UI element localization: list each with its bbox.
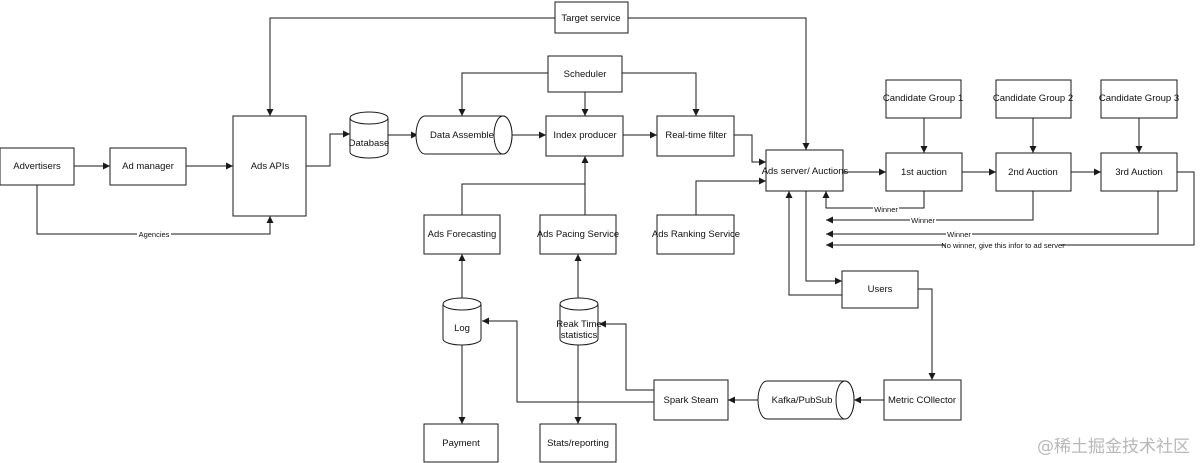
node-label: Data Assemble xyxy=(430,130,494,141)
node-label: Ads server/ Auctions xyxy=(762,166,849,177)
node-data-assemble[interactable]: Data Assemble xyxy=(415,115,513,155)
node-label: Ad manager xyxy=(122,161,174,172)
node-payment[interactable]: Payment xyxy=(423,423,499,463)
edge-forecasting-to-index-producer xyxy=(461,156,589,215)
watermark-text: @稀土掘金技术社区 xyxy=(1037,437,1190,457)
edge-target-to-ads-apis xyxy=(266,17,555,116)
node-label: Stats/reporting xyxy=(547,438,609,449)
node-realtime-filter[interactable]: Real-time filter xyxy=(656,115,735,157)
node-label: Ads Ranking Service xyxy=(652,229,740,240)
node-label: Metric COllector xyxy=(888,395,956,406)
node-label: Spark Steam xyxy=(664,395,719,406)
node-users[interactable]: Users xyxy=(841,270,919,309)
edge-ads-ranking-to-ads-server xyxy=(695,177,766,215)
edge-winner-2 xyxy=(826,191,1034,224)
node-label: Scheduler xyxy=(564,69,607,80)
node-label: Advertisers xyxy=(13,161,61,172)
node-label: Users xyxy=(868,284,893,295)
edge-target-to-ads-server xyxy=(628,17,810,150)
node-candidate-group-2[interactable]: Candidate Group 2 xyxy=(993,79,1073,119)
node-label: Candidate Group 1 xyxy=(883,93,963,104)
edge-winner-3 xyxy=(826,191,1159,238)
node-label: Target service xyxy=(561,13,620,24)
node-label: Candidate Group 3 xyxy=(1099,93,1179,104)
node-index-producer[interactable]: Index producer xyxy=(545,115,624,157)
node-label: Ads APIs xyxy=(251,161,290,172)
node-label: 1st auction xyxy=(901,167,947,178)
node-label-line-1: Reak Time xyxy=(556,319,601,330)
node-label: Log xyxy=(454,323,470,334)
node-spark-steam[interactable]: Spark Steam xyxy=(653,379,729,421)
node-ads-server[interactable]: Ads server/ Auctions xyxy=(762,149,849,192)
node-ads-apis[interactable]: Ads APIs xyxy=(232,115,307,217)
edge-spark-to-log xyxy=(482,317,654,403)
label-no-winner: No winner, give this infor to ad server xyxy=(941,241,1065,250)
edge-scheduler-to-data-assemble xyxy=(458,72,548,116)
edge-ads-apis-to-database xyxy=(306,130,350,167)
node-realtime-statistics[interactable]: Reak Time statistics xyxy=(556,297,602,346)
node-scheduler[interactable]: Scheduler xyxy=(547,55,623,93)
node-label: Database xyxy=(349,138,390,149)
edge-users-to-ads-server xyxy=(785,191,842,296)
edge-ads-server-to-users xyxy=(805,191,842,285)
node-label: 3rd Auction xyxy=(1115,167,1163,178)
edge-spark-to-realtime-stats xyxy=(599,320,654,391)
node-ad-manager[interactable]: Ad manager xyxy=(109,147,187,186)
label-winner-2: Winner xyxy=(911,216,935,225)
node-3rd-auction[interactable]: 3rd Auction xyxy=(1100,152,1178,192)
edge-realtime-filter-to-ads-server xyxy=(734,134,766,166)
label-winner-3: Winner xyxy=(947,230,971,239)
node-metric-collector[interactable]: Metric COllector xyxy=(883,379,962,421)
label-agencies: Agencies xyxy=(139,230,170,239)
node-database[interactable]: Database xyxy=(349,111,390,159)
node-2nd-auction[interactable]: 2nd Auction xyxy=(995,152,1072,192)
node-stats-reporting[interactable]: Stats/reporting xyxy=(539,423,617,463)
node-label: Kafka/PubSub xyxy=(772,395,833,406)
node-kafka-pubsub[interactable]: Kafka/PubSub xyxy=(757,380,855,420)
node-advertisers[interactable]: Advertisers xyxy=(0,147,75,186)
node-log[interactable]: Log xyxy=(442,297,482,346)
node-candidate-group-3[interactable]: Candidate Group 3 xyxy=(1099,79,1179,119)
node-label: Ads Pacing Service xyxy=(537,229,619,240)
node-label: 2nd Auction xyxy=(1008,167,1058,178)
node-ads-forecasting[interactable]: Ads Forecasting xyxy=(423,214,501,255)
node-label: Real-time filter xyxy=(665,130,726,141)
edge-users-to-metric-collector xyxy=(918,288,936,380)
node-ads-pacing[interactable]: Ads Pacing Service xyxy=(537,214,619,255)
node-label: Candidate Group 2 xyxy=(993,93,1073,104)
node-candidate-group-1[interactable]: Candidate Group 1 xyxy=(883,79,963,119)
node-label: Payment xyxy=(442,438,480,449)
label-winner-1: Winner xyxy=(874,205,898,214)
node-1st-auction[interactable]: 1st auction xyxy=(885,152,963,192)
node-ads-ranking[interactable]: Ads Ranking Service xyxy=(652,214,740,255)
edge-labels: Agencies Winner Winner Winner No winner,… xyxy=(137,205,1065,250)
edges xyxy=(36,17,1195,424)
node-label: Index producer xyxy=(553,130,616,141)
node-label-line-2: statistics xyxy=(561,330,598,341)
edge-scheduler-to-realtime-filter xyxy=(622,72,700,116)
node-label: Ads Forecasting xyxy=(428,229,497,240)
node-target-service[interactable]: Target service xyxy=(554,1,629,34)
